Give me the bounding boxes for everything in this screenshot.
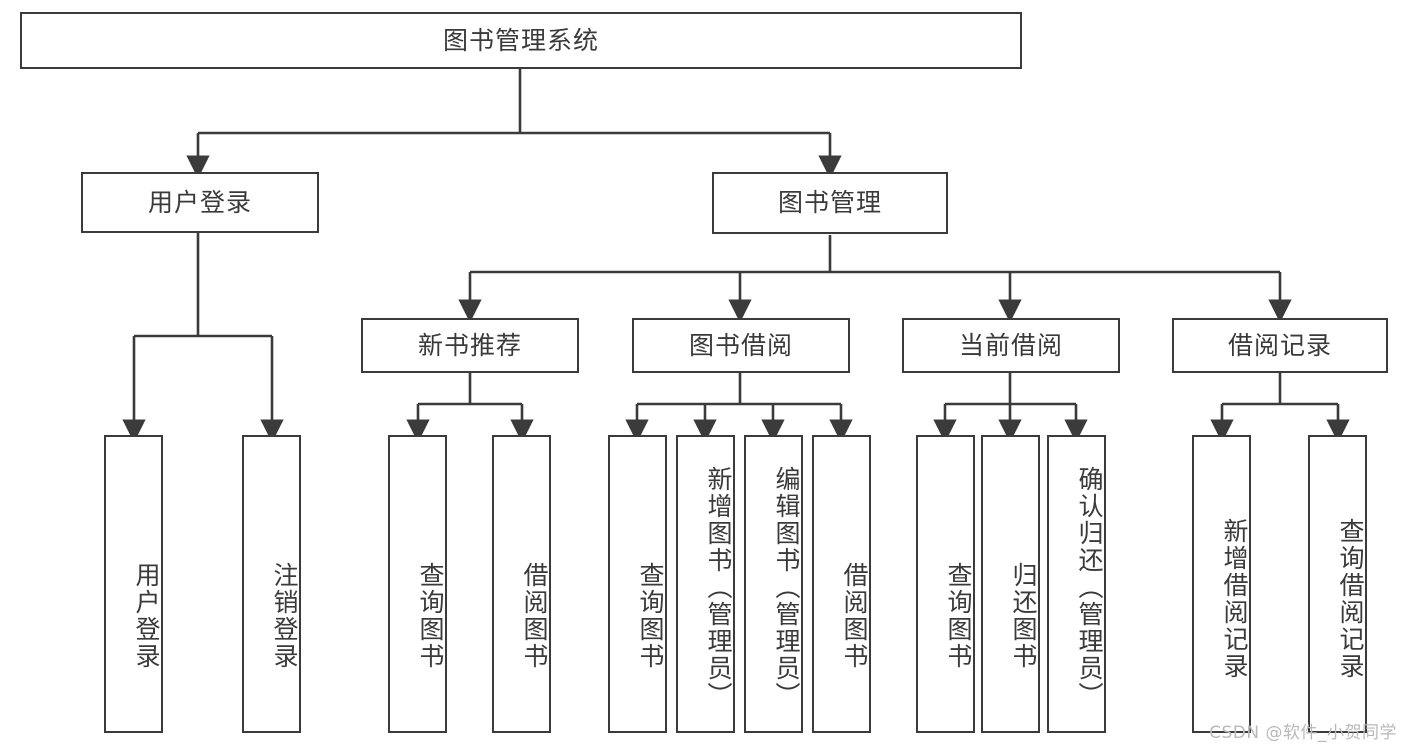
node-book-management[interactable]: 图书管理 [712,172,948,234]
leaf-new-book-query[interactable]: 查询图书 [388,435,447,733]
leaf-user-login-signin[interactable]: 用户登录 [104,435,163,733]
leaf-borrow-edit-book-admin[interactable]: 编辑图书（管理员） [744,435,803,733]
node-current-borrow[interactable]: 当前借阅 [902,318,1120,373]
leaf-current-confirm-return-admin[interactable]: 确认归还（管理员） [1047,435,1106,733]
watermark-text: CSDN @软件_小贺同学 [1209,723,1397,743]
leaf-record-add-record[interactable]: 新增借阅记录 [1192,435,1251,733]
node-book-borrow[interactable]: 图书借阅 [632,318,850,373]
leaf-borrow-add-book-admin[interactable]: 新增图书（管理员） [676,435,735,733]
node-borrow-record[interactable]: 借阅记录 [1172,318,1388,373]
node-new-book-recommend[interactable]: 新书推荐 [361,318,579,373]
node-root-system[interactable]: 图书管理系统 [20,12,1022,69]
node-user-login[interactable]: 用户登录 [81,172,319,233]
leaf-borrow-borrow-book[interactable]: 借阅图书 [812,435,871,733]
leaf-user-login-signout[interactable]: 注销登录 [242,435,301,733]
leaf-record-query-record[interactable]: 查询借阅记录 [1308,435,1367,733]
leaf-new-book-borrow[interactable]: 借阅图书 [492,435,551,733]
leaf-current-return-book[interactable]: 归还图书 [981,435,1040,733]
leaf-current-query-book[interactable]: 查询图书 [916,435,975,733]
leaf-borrow-query-book[interactable]: 查询图书 [608,435,667,733]
